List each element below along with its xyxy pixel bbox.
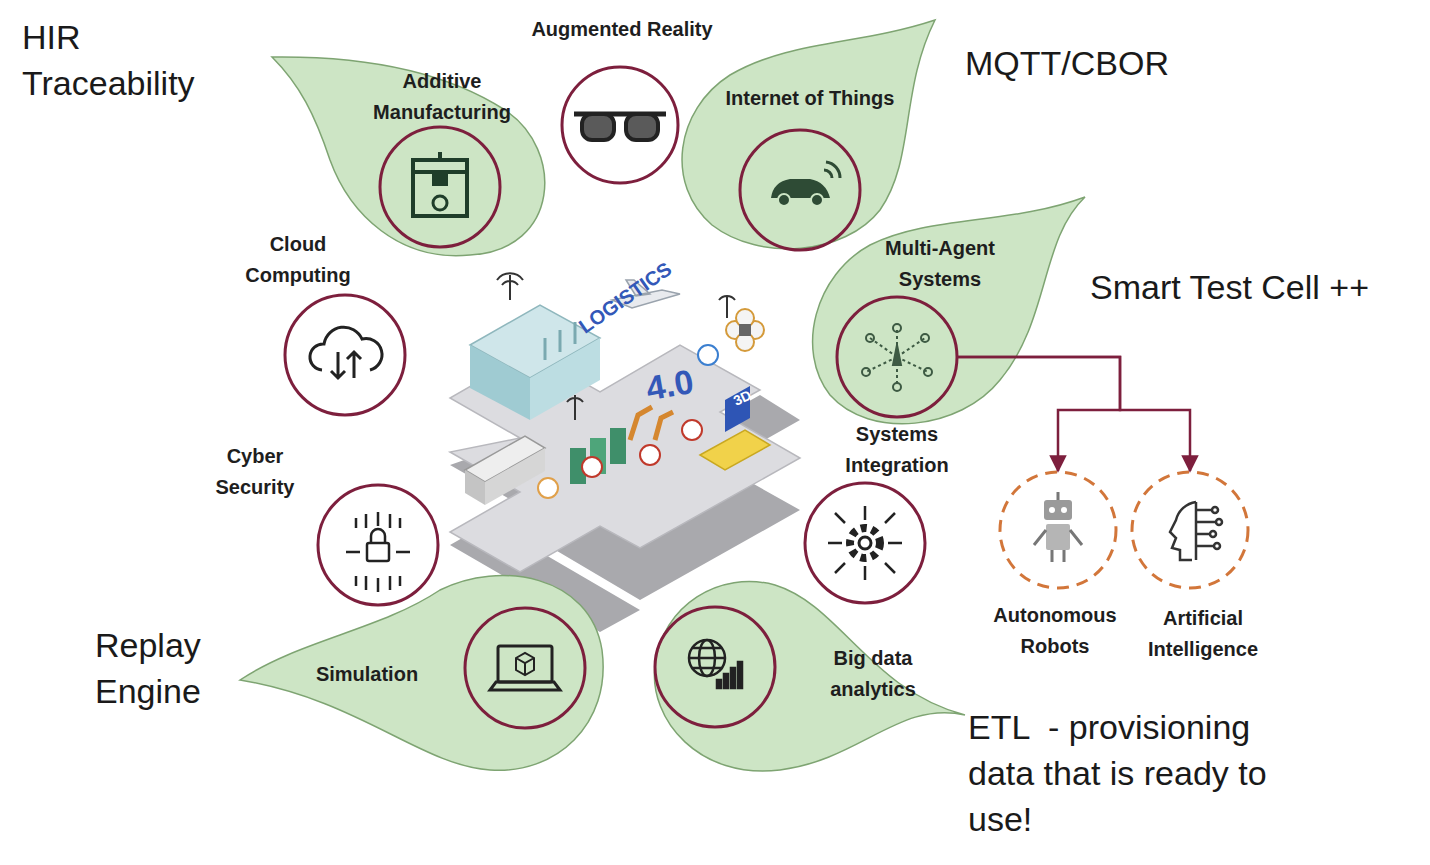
shelf [610, 428, 626, 464]
shelf [570, 448, 586, 484]
node-label: Simulation [297, 659, 437, 690]
dashed-circle: Artificial Intelligence [1125, 465, 1285, 685]
truck-roof [465, 436, 545, 482]
technology-petal: Simulation [232, 562, 612, 780]
technology-petal: Big data analytics [643, 568, 973, 783]
shelf [590, 438, 606, 474]
antenna [567, 395, 583, 420]
node-label: Internet of Things [695, 83, 925, 114]
drone-rotor [736, 333, 754, 351]
node-outline [668, 14, 943, 269]
icon-ring [837, 297, 957, 417]
node-label: Cyber Security [193, 441, 318, 503]
annotation: Smart Test Cell ++ [1090, 264, 1420, 310]
node-label: Multi-Agent Systems [858, 233, 1023, 295]
illustration-text: 3D [727, 385, 757, 410]
icon-ring [740, 130, 860, 250]
node-label: Artificial Intelligence [1126, 603, 1281, 665]
petal-shape [272, 57, 545, 256]
antenna [719, 296, 735, 318]
technology-petal: Multi-Agent Systems [803, 190, 1093, 442]
technology-circle: Cyber Security [190, 436, 445, 611]
icon-ring [655, 607, 775, 727]
building-stripes [545, 322, 575, 360]
truck-front [485, 448, 545, 505]
icon-ring [285, 295, 405, 415]
annotation: HIR Traceability [22, 14, 237, 106]
node-label: Big data analytics [813, 643, 933, 705]
marker-dot [698, 345, 718, 365]
drone-rotor [746, 321, 764, 339]
illustration-text: 4.0 [632, 360, 708, 410]
drone-rotor [726, 321, 744, 339]
node-label: Systems Integration [817, 419, 977, 481]
marker-dot [640, 445, 660, 465]
printer-box [700, 430, 770, 470]
robot-arms [630, 407, 673, 440]
node-outline [643, 568, 973, 783]
marker-dot [682, 420, 702, 440]
node-label: Augmented Reality [492, 14, 752, 45]
marker-dot [538, 478, 558, 498]
icon-ring [562, 67, 678, 183]
technology-petal: Internet of Things [668, 14, 943, 269]
icon-ring [318, 485, 438, 605]
technology-circle: Systems Integration [800, 415, 970, 610]
petal-shape [654, 582, 965, 772]
node-label: Cloud Computing [218, 229, 378, 291]
dashed-ring [1000, 472, 1116, 588]
technology-circle: Cloud Computing [220, 225, 410, 425]
building-side [470, 345, 530, 420]
petal-shape [240, 576, 603, 771]
annotation: ETL - provisioning data that is ready to… [968, 704, 1318, 842]
node-outline [803, 190, 1093, 442]
icon-ring [805, 483, 925, 603]
annotation: Replay Engine [95, 622, 235, 714]
illustration-text: LOGISTICS [565, 250, 685, 344]
antenna [497, 273, 523, 300]
annotation: MQTT/CBOR [965, 40, 1265, 86]
node-label: Additive Manufacturing [350, 66, 535, 128]
petal-shape [682, 20, 935, 249]
marker-dot [582, 457, 602, 477]
drone-rotor [736, 309, 754, 327]
icon-ring [380, 127, 500, 247]
dashed-circle: Autonomous Robots [975, 465, 1140, 685]
petal-shape [813, 197, 1085, 424]
node-outline [232, 562, 612, 780]
platform-top [450, 345, 800, 572]
dashed-ring [1132, 472, 1248, 588]
drone [726, 309, 764, 351]
truck-side [465, 470, 485, 505]
building-front [530, 338, 600, 420]
icon-ring [465, 608, 585, 728]
node-label: Autonomous Robots [975, 600, 1135, 662]
drone-body [739, 324, 751, 336]
